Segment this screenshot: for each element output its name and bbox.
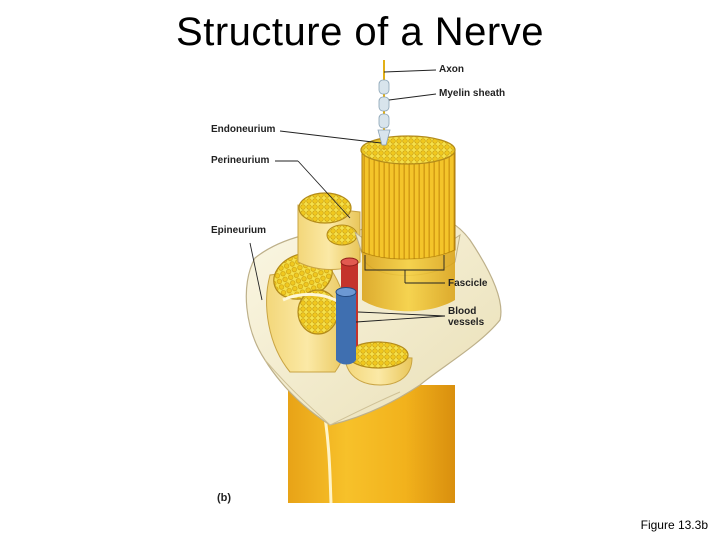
leader-lines [249,69,446,323]
figure-caption: Figure 13.3b [640,518,708,532]
label-epineurium: Epineurium [211,225,267,236]
fascicle-back [297,192,361,270]
figure-panel-label: (b) [217,492,232,504]
label-endoneurium: Endoneurium [211,124,276,135]
blood-vessels [335,257,359,365]
axon-fiber [377,60,391,150]
fascicle-upright [353,135,461,312]
nerve-illustration [245,60,502,504]
label-myelin-sheath: Myelin sheath [439,88,506,99]
label-blood-vessels-line2: vessels [448,317,485,328]
label-axon: Axon [439,64,464,75]
label-fascicle: Fascicle [448,278,488,289]
fascicle-left [266,252,349,373]
label-blood-vessels: Blood vessels [448,306,484,328]
slide-title: Structure of a Nerve [176,10,544,54]
label-perineurium: Perineurium [211,155,270,166]
label-blood-vessels-line1: Blood [448,306,477,317]
nerve-diagram: Axon Myelin sheath Endoneurium Perineuri… [200,55,520,510]
